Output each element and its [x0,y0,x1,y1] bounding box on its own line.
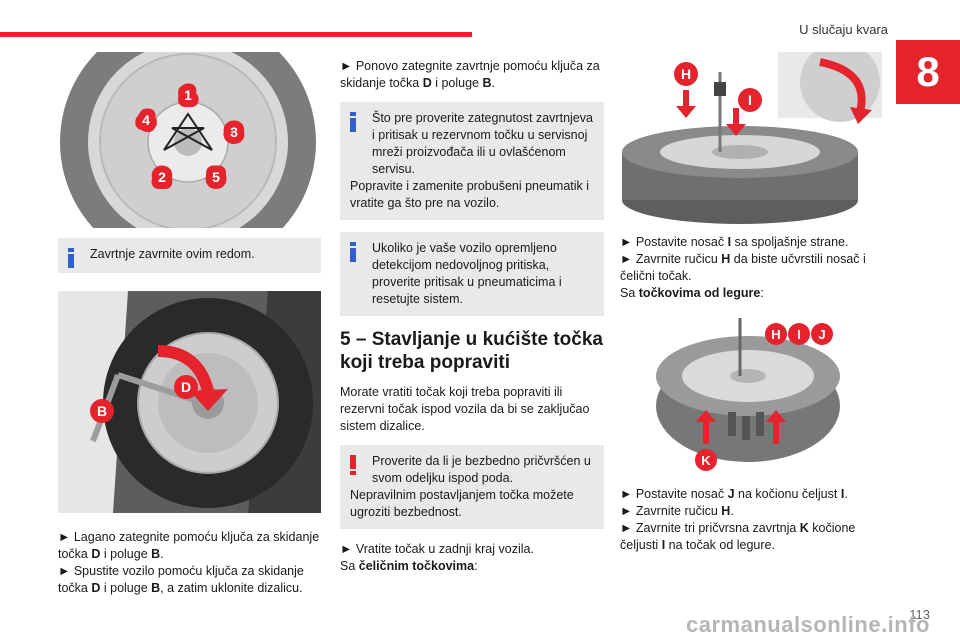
instruction-alloy: ► Postavite nosač J na kočionu čeljust I… [620,487,856,552]
info-note-text: Zavrtnje zavrnite ovim redom. [90,247,255,261]
info-note-check-tightness: Što pre proverite zategnutost zavrtnjeva… [340,102,604,220]
instruction-return-wheel: ► Vratite točak u zadnji kraj vozila.Sa … [340,542,534,573]
alloy-label-i: I [797,327,801,342]
chapter-number: 8 [896,40,960,104]
page-number: 113 [909,607,930,622]
tire-label-d: D [181,379,191,395]
info-note-pressure-detection: Ukoliko je vaše vozilo opremljeno detekc… [340,232,604,316]
info-icon [350,112,356,132]
section-intro: Morate vratiti točak koji treba popravit… [340,385,590,433]
warning-note: Proverite da li je bezbedno pričvršćen u… [340,445,604,529]
alloy-label-j: J [818,327,825,342]
instruction-lower: ► Lagano zategnite pomoću ključa za skid… [58,530,320,595]
instruction-steel: ► Postavite nosač I sa spoljašnje strane… [620,235,866,300]
wheel-brace-illustration: B D [58,291,321,513]
warning-icon [350,455,356,475]
tire-label-b: B [97,403,107,419]
alloy-label-k: K [701,453,711,468]
wheel-label-4: 4 [142,112,150,128]
steel-label-i: I [748,92,752,108]
wheel-label-5: 5 [212,169,220,185]
steel-wheel-mounting-illustration: H I [610,52,882,228]
column-3: H I ► Postavite nosač I sa spoljašnje st… [610,52,882,560]
watermark: carmanualsonline.info [686,612,930,637]
alloy-label-h: H [771,327,780,342]
wheel-tightening-order-illustration: 1 4 3 2 5 [58,52,321,228]
info-icon [68,248,74,268]
column-2: ► Ponovo zategnite zavrtnje pomoću ključ… [340,52,604,575]
instruction-retighten: ► Ponovo zategnite zavrtnje pomoću ključ… [340,59,600,90]
section-title: U slučaju kvara [799,22,888,37]
info-icon [350,242,356,262]
section-heading: 5 – Stavljanje u kućište točka koji treb… [340,329,603,373]
top-accent-bar [0,32,472,37]
alloy-wheel-mounting-illustration: H I J K [610,316,882,476]
wheel-label-3: 3 [230,124,238,140]
info-note-order: Zavrtnje zavrnite ovim redom. [58,238,321,273]
column-1: 1 4 3 2 5 Zavrtnje zavrnite ovim redom. … [58,52,321,603]
wheel-label-1: 1 [184,87,192,103]
steel-label-h: H [681,66,691,82]
wheel-label-2: 2 [158,169,166,185]
